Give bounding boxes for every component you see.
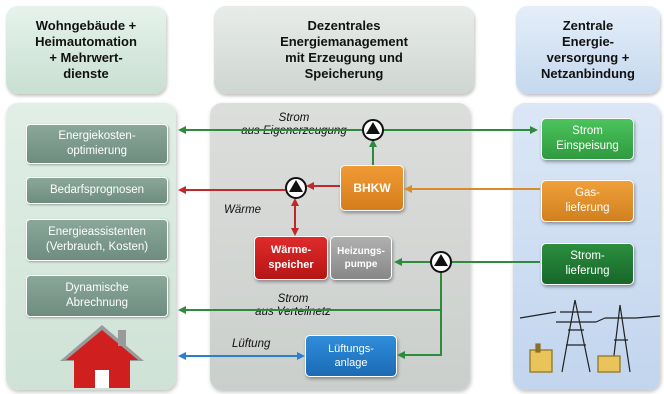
lueftung-label: Lüftung [232, 338, 271, 350]
waerme-label: Wärme [224, 204, 262, 216]
strom-lieferung-box: Strom- lieferung [541, 243, 634, 285]
left-item-energieassistenten: Energieassistenten (Verbrauch, Kosten) [26, 219, 168, 261]
pump-icon [430, 251, 452, 273]
lueftungsanlage-box: Lüftungs- anlage [305, 335, 397, 377]
left-column-header: Wohngebäude + Heimautomation + Mehrwert-… [6, 6, 166, 94]
heizungspumpe-box: Heizungs- pumpe [330, 236, 392, 280]
strom-einspeisung-box: Strom Einspeisung [541, 118, 634, 160]
pump-icon [362, 119, 384, 141]
center-column-header: Dezentrales Energiemanagement mit Erzeug… [214, 6, 474, 94]
strom-netz-arrow [178, 272, 442, 314]
gas-lieferung-box: Gas- lieferung [541, 180, 634, 222]
waermespeicher-box: Wärme- speicher [254, 236, 328, 280]
bhkw-box: BHKW [340, 165, 404, 211]
left-item-bedarfsprognosen: Bedarfsprognosen [26, 177, 168, 204]
lueftung-strom-arrow [397, 310, 442, 359]
right-column-header: Zentrale Energie- versorgung + Netzanbin… [516, 6, 660, 94]
house-icon [60, 325, 144, 388]
power-pylon-icon [519, 299, 661, 373]
left-item-abrechnung: Dynamische Abrechnung [26, 275, 168, 317]
pump-icon [285, 177, 307, 199]
left-item-energiekosten: Energiekosten- optimierung [26, 124, 168, 164]
